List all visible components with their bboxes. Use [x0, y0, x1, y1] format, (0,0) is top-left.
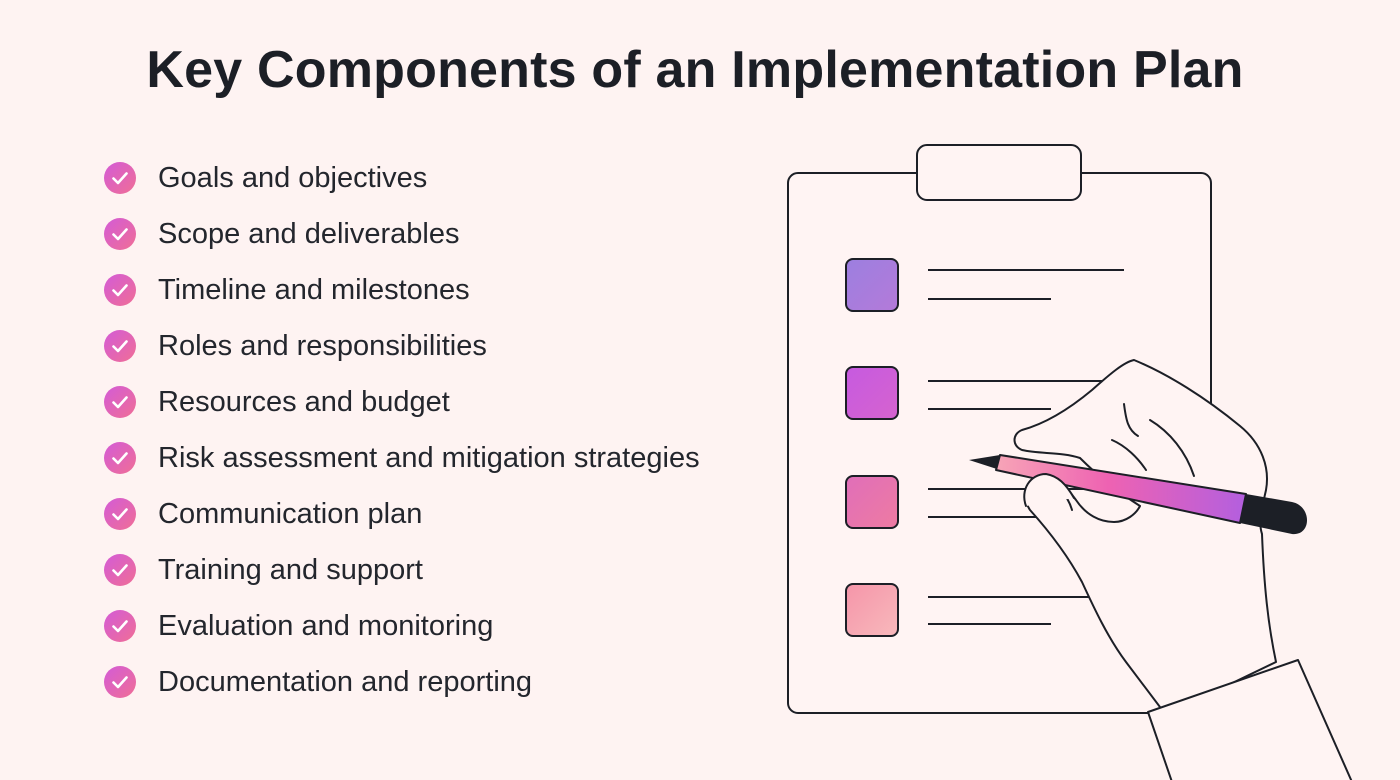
list-item-label: Scope and deliverables [158, 217, 460, 250]
component-list: Goals and objectives Scope and deliverab… [104, 150, 700, 710]
list-item-label: Communication plan [158, 497, 423, 530]
hand-detail [1111, 439, 1147, 471]
check-circle-icon [104, 274, 136, 306]
list-item: Timeline and milestones [104, 262, 700, 318]
list-item-label: Resources and budget [158, 385, 450, 418]
check-circle-icon [104, 218, 136, 250]
clipboard-illustration [787, 144, 1353, 780]
sleeve [1147, 659, 1353, 780]
checkbox-magenta [845, 366, 899, 420]
check-circle-icon [104, 330, 136, 362]
list-item-label: Risk assessment and mitigation strategie… [158, 441, 700, 474]
list-item-label: Evaluation and monitoring [158, 609, 494, 642]
list-item: Resources and budget [104, 374, 700, 430]
list-item: Scope and deliverables [104, 206, 700, 262]
hand-detail [1123, 403, 1139, 437]
pen-tip [969, 455, 1000, 470]
page-title: Key Components of an Implementation Plan [146, 41, 1244, 99]
check-circle-icon [104, 442, 136, 474]
check-circle-icon [104, 666, 136, 698]
checkbox-purple [845, 258, 899, 312]
checkbox-light-pink [845, 583, 899, 637]
check-circle-icon [104, 386, 136, 418]
check-circle-icon [104, 162, 136, 194]
list-item: Communication plan [104, 486, 700, 542]
list-item-label: Roles and responsibilities [158, 329, 487, 362]
list-item: Roles and responsibilities [104, 318, 700, 374]
hand-thumb [1023, 472, 1075, 507]
clipboard-clip [916, 144, 1082, 201]
list-item: Evaluation and monitoring [104, 598, 700, 654]
checkbox-pink [845, 475, 899, 529]
list-item: Goals and objectives [104, 150, 700, 206]
check-circle-icon [104, 554, 136, 586]
list-item-label: Documentation and reporting [158, 665, 533, 698]
check-circle-icon [104, 610, 136, 642]
list-item: Risk assessment and mitigation strategie… [104, 430, 700, 486]
pen-cap [1240, 494, 1307, 535]
list-item-label: Timeline and milestones [158, 273, 470, 306]
list-item-label: Goals and objectives [158, 161, 428, 194]
list-item: Training and support [104, 542, 700, 598]
hand-detail [1149, 419, 1195, 477]
check-circle-icon [104, 498, 136, 530]
list-item: Documentation and reporting [104, 654, 700, 710]
list-item-label: Training and support [158, 553, 423, 586]
